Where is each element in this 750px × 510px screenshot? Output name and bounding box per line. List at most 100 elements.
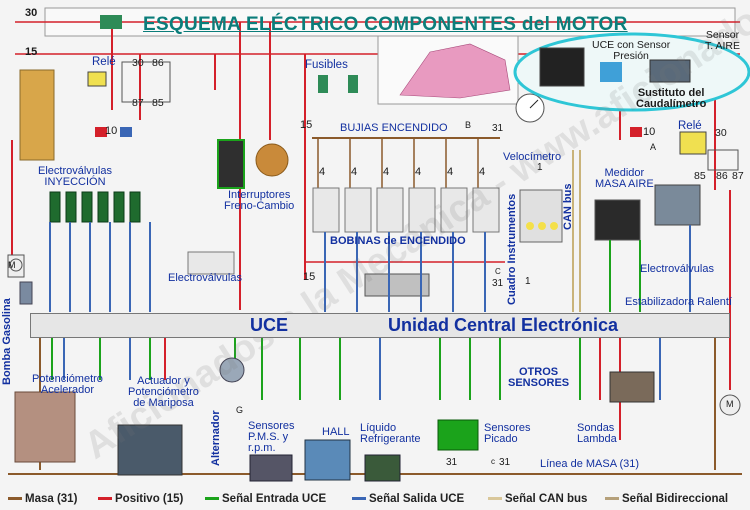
hall-label: HALL bbox=[322, 426, 350, 438]
legend-item-1: Positivo (15) bbox=[98, 493, 183, 505]
ground-31-b: 31 bbox=[499, 457, 511, 468]
spark-plug-leads bbox=[317, 138, 479, 190]
ground-motor-m: M bbox=[726, 399, 734, 409]
ecu-full-label: Unidad Central Electrónica bbox=[388, 315, 619, 335]
alternator-g: G bbox=[236, 405, 244, 415]
uce-sensor-image bbox=[539, 47, 585, 87]
other-sensors-label: OTROS SENSORES bbox=[508, 366, 570, 389]
ground-line-label: Línea de MASA (31) bbox=[540, 458, 640, 470]
crank-sensor-image bbox=[249, 454, 293, 482]
injector-image bbox=[19, 69, 55, 161]
relay-left-pin-85: 85 bbox=[152, 97, 164, 109]
idle-valve-image bbox=[654, 184, 701, 226]
relay-right-icon bbox=[679, 131, 707, 155]
legend-item-0: Masa (31) bbox=[8, 493, 77, 505]
switches-label: Interruptores Freno-Cambio bbox=[224, 189, 295, 212]
throttle-label: Actuador y Potenciómetro de Mariposa bbox=[128, 375, 199, 409]
legend-label-3: Señal Salida UCE bbox=[369, 493, 465, 505]
rail-15c-label: 15 bbox=[303, 271, 316, 283]
fuse-right-amp: 10 bbox=[643, 126, 656, 138]
cluster-pin-c: C bbox=[495, 267, 501, 276]
relay-right-label: Relé bbox=[678, 120, 702, 132]
coil-num-5: 4 bbox=[447, 166, 454, 178]
lambda-label: Sondas Lambda bbox=[577, 422, 617, 445]
uce-sensor-label: UCE con Sensor Presión bbox=[592, 39, 671, 62]
relay-left-pin-86: 86 bbox=[152, 57, 164, 69]
legend-label-5: Señal Bidireccional bbox=[622, 493, 729, 505]
fuel-pump-image bbox=[19, 281, 33, 305]
cluster-label: Cuadro Instrumentos bbox=[506, 193, 518, 305]
legend-swatch-5 bbox=[605, 497, 619, 501]
legend-swatch-3 bbox=[352, 497, 366, 501]
legend-swatch-1 bbox=[98, 497, 112, 501]
pedal-image bbox=[14, 391, 76, 463]
cluster-pin-1: 1 bbox=[537, 162, 543, 173]
legend-item-2: Señal Entrada UCE bbox=[205, 493, 326, 505]
coil-num-3: 4 bbox=[383, 166, 390, 178]
relay-right-pin-86: 86 bbox=[716, 170, 728, 182]
legend-item-3: Señal Salida UCE bbox=[352, 493, 464, 505]
fuel-pump-label: Bomba Gasolina bbox=[1, 298, 13, 385]
cluster-light-3 bbox=[550, 222, 558, 230]
spark-plugs-label: BUJIAS ENCENDIDO bbox=[340, 122, 448, 134]
rail-30-label: 30 bbox=[25, 7, 38, 19]
rail-15b-label: 15 bbox=[300, 119, 313, 131]
coil-num-2: 4 bbox=[351, 166, 358, 178]
coolant-label: Líquido Refrigerante bbox=[360, 422, 421, 445]
maf-label: Medidor MASA AIRE bbox=[595, 167, 654, 190]
cluster-pin-31: 31 bbox=[492, 278, 504, 289]
alternator-label: Alternador bbox=[210, 410, 222, 466]
clutch-switch-image bbox=[255, 143, 289, 177]
gauge-needle bbox=[529, 99, 539, 109]
spark-plugs-b: B bbox=[465, 120, 472, 130]
coolant-sensor-image bbox=[364, 454, 401, 482]
legend-label-1: Positivo (15) bbox=[115, 493, 184, 505]
legend-item-4: Señal CAN bus bbox=[488, 493, 587, 505]
pump-motor-m: M bbox=[8, 260, 16, 270]
legend-label-4: Señal CAN bus bbox=[505, 493, 588, 505]
crank-sensors-label: Sensores P.M.S. y r.p.m. bbox=[248, 420, 295, 454]
relay-left-box bbox=[121, 61, 171, 103]
map-sensor-module bbox=[600, 62, 622, 82]
pump-motor-symbol bbox=[9, 258, 23, 272]
fuse-left-amp: 10 bbox=[105, 125, 118, 137]
coil-boxes bbox=[312, 187, 500, 233]
brake-switch-image bbox=[217, 139, 245, 189]
substitute-label: Sustituto del Caudalímetro bbox=[636, 87, 707, 110]
legend-label-2: Señal Entrada UCE bbox=[222, 493, 327, 505]
maf-image bbox=[594, 199, 641, 241]
cluster-pin-1b: 1 bbox=[525, 276, 531, 287]
can-bus-label: CAN bus bbox=[562, 183, 574, 230]
legend-label-0: Masa (31) bbox=[25, 493, 78, 505]
coil-num-6: 4 bbox=[479, 166, 486, 178]
coil-num-1: 4 bbox=[319, 166, 326, 178]
page-title: ESQUEMA ELÉCTRICO COMPONENTES del MOTOR bbox=[143, 14, 628, 35]
knock-sensors-label: Sensores Picado bbox=[484, 422, 531, 445]
fuse-left-red bbox=[95, 127, 107, 137]
legend-item-5: Señal Bidireccional bbox=[605, 493, 728, 505]
relay-left-pin-30: 30 bbox=[132, 57, 144, 69]
cluster-box bbox=[519, 189, 563, 243]
fuse-left-blue bbox=[120, 127, 132, 137]
valves-left-label: Electroválvulas bbox=[168, 272, 242, 284]
valves-right-label: Electroválvulas bbox=[640, 263, 714, 275]
relay-left-label: Relé bbox=[92, 56, 116, 68]
ignition-map-surface bbox=[399, 43, 511, 99]
fuse-1 bbox=[318, 75, 328, 93]
ground-motor-symbol bbox=[719, 394, 741, 416]
alternator-image bbox=[219, 357, 245, 383]
map-sensor-image bbox=[649, 59, 691, 83]
relay-right-box bbox=[707, 149, 739, 171]
relay-left-icon bbox=[87, 71, 107, 87]
relay-right-pin-85: 85 bbox=[694, 170, 706, 182]
ignition-module-image bbox=[364, 273, 430, 297]
cluster-light-1 bbox=[526, 222, 534, 230]
lambda-sensor-image bbox=[609, 371, 655, 403]
hall-sensor-image bbox=[304, 439, 351, 481]
fuse-top bbox=[100, 15, 122, 29]
air-temp-sensor-label: Sensor T. AIRE bbox=[705, 29, 741, 52]
fuse-right-red bbox=[630, 127, 642, 137]
legend-swatch-4 bbox=[488, 497, 502, 501]
injectors-label: Electroválvulas INYECCIÓN bbox=[38, 165, 112, 188]
